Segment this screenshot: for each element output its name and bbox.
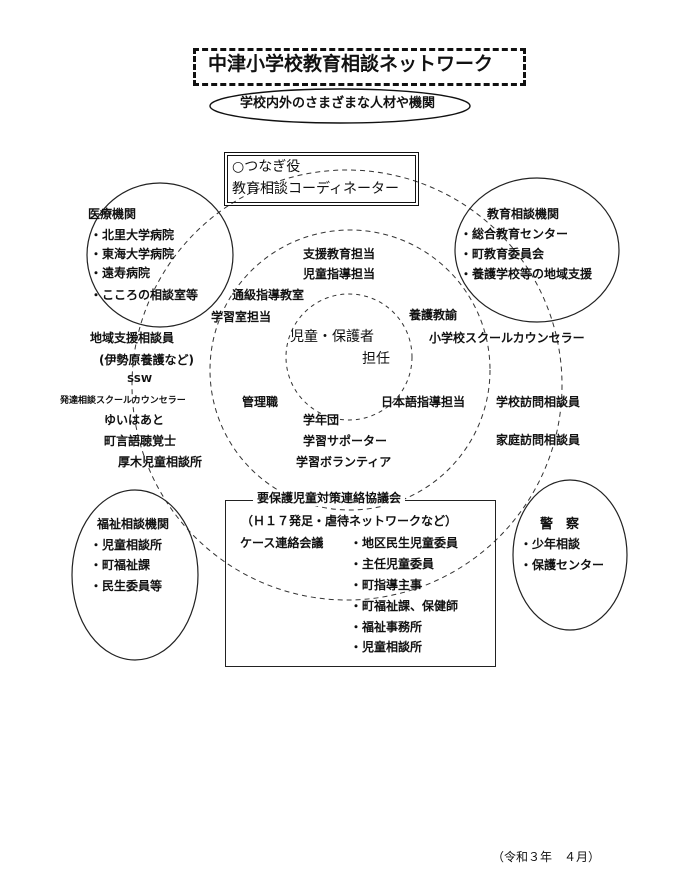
role-counselor: 小学校スクールカウンセラー: [429, 331, 585, 345]
role-nihongo: 日本語指導担当: [381, 395, 466, 409]
role-gengo: 町言語聴覚士: [104, 434, 177, 448]
role-tsukyu: 通級指導教室: [232, 288, 305, 302]
medical-item: ・遠寿病院: [90, 266, 151, 280]
coordinator-box: [224, 152, 419, 206]
medical-ellipse: [86, 182, 234, 328]
coordinator-line2: 教育相談コーディネーター: [232, 181, 400, 197]
council-heading: 要保護児童対策連絡協議会: [253, 491, 406, 506]
outer-network-circle: [131, 169, 563, 601]
footer-date: （令和３年 ４月）: [492, 850, 601, 864]
welfare-item: ・児童相談所: [90, 538, 163, 552]
page-title: 中津小学校教育相談ネットワーク: [208, 53, 494, 75]
welfare-item: ・民生委員等: [90, 579, 163, 593]
title-box: [193, 48, 526, 86]
medical-heading: 医療機関: [88, 207, 137, 221]
council-subheading: （Ｈ１７発足・虐待ネットワークなど）: [241, 514, 458, 528]
role-yuiheart: ゆいはあと: [104, 413, 165, 427]
role-jido-shido: 児童指導担当: [303, 267, 376, 281]
role-shien: 支援教育担当: [303, 247, 376, 261]
council-case-meeting: ケース連絡会議: [240, 536, 324, 550]
role-gakushushitsu: 学習室担当: [211, 310, 272, 324]
welfare-heading: 福祉相談機関: [97, 517, 170, 531]
medical-item: ・北里大学病院: [90, 228, 175, 242]
center-line1: 児童・保護者: [290, 329, 374, 345]
role-hattatsu: 発達相談スクールカウンセラー: [60, 396, 186, 406]
council-item: ・主任児童委員: [350, 557, 435, 571]
coordinator-line1: ○つなぎ役: [232, 159, 301, 175]
welfare-item: ・町福祉課: [90, 558, 151, 572]
police-ellipse: [512, 479, 628, 631]
role-supporter: 学習サポーター: [303, 434, 388, 448]
subtitle: 学校内外のさまざまな人材や機関: [240, 96, 436, 111]
welfare-ellipse: [71, 489, 199, 661]
role-atsugi: 厚木児童相談所: [118, 455, 203, 469]
education-agency-ellipse: [454, 177, 620, 323]
role-isehara: (伊勢原養護など): [99, 353, 194, 367]
subtitle-ellipse: [209, 88, 471, 124]
police-item: ・保護センター: [520, 558, 605, 572]
role-katei-homon: 家庭訪問相談員: [496, 433, 581, 447]
council-item: ・地区民生児童委員: [350, 536, 459, 550]
council-item: ・福祉事務所: [350, 620, 423, 634]
school-staff-circle: [209, 229, 491, 511]
education-agency-item: ・町教育委員会: [460, 247, 545, 261]
council-item: ・町福祉課、保健師: [350, 599, 459, 613]
education-agency-item: ・養護学校等の地域支援: [460, 267, 593, 281]
role-yogo: 養護教諭: [409, 308, 458, 322]
council-item: ・児童相談所: [350, 640, 423, 654]
education-agency-heading: 教育相談機関: [487, 207, 560, 221]
education-agency-item: ・総合教育センター: [460, 227, 569, 241]
role-gakko-homon: 学校訪問相談員: [496, 395, 581, 409]
center-line2: 担任: [362, 351, 390, 367]
medical-item: ・東海大学病院: [90, 247, 175, 261]
role-ssw: SSW: [127, 374, 152, 385]
center-circle: [285, 293, 413, 421]
police-heading: 警 察: [540, 517, 580, 532]
role-volunteer: 学習ボランティア: [296, 455, 392, 469]
council-item: ・町指導主事: [350, 578, 423, 592]
role-gakunendan: 学年団: [303, 413, 340, 427]
role-chiiki-shien: 地域支援相談員: [90, 331, 175, 345]
role-kanri: 管理職: [242, 395, 279, 409]
medical-item: ・こころの相談室等: [90, 288, 199, 302]
police-item: ・少年相談: [520, 537, 581, 551]
